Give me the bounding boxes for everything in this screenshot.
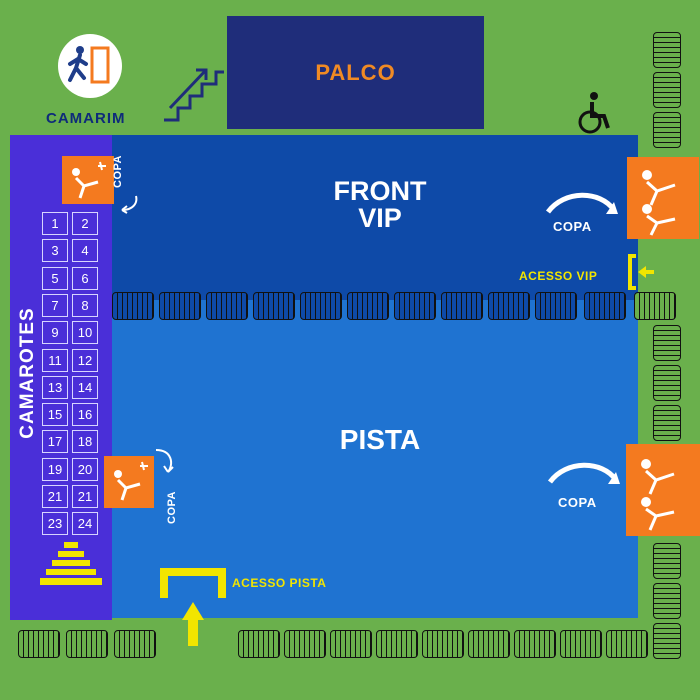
barrier: [634, 292, 676, 320]
barrier: [653, 72, 681, 108]
barrier: [284, 630, 326, 658]
access-pista-label: ACESSO PISTA: [232, 576, 327, 590]
camarote-box: 13: [42, 375, 68, 399]
pista-area: [112, 300, 638, 618]
barrier: [376, 630, 418, 658]
camarote-box: 21: [42, 485, 68, 508]
front-vip-line2: VIP: [358, 203, 402, 233]
exit-door-icon: [68, 46, 110, 84]
camarote-box: 9: [42, 321, 68, 345]
barrier: [238, 630, 280, 658]
copa-mid-right: [626, 444, 700, 536]
entry-arrow-icon: [628, 254, 654, 290]
barrier: [653, 543, 681, 579]
copa-mid-left: [104, 456, 154, 508]
barrier: [653, 112, 681, 148]
stage: PALCO: [227, 16, 484, 129]
camarote-box: 1: [42, 212, 68, 235]
barrier: [653, 325, 681, 361]
barrier: [206, 292, 248, 320]
camarote-box: 14: [72, 375, 98, 399]
camarote-box: 10: [72, 321, 98, 345]
barrier: [441, 292, 483, 320]
copa-mid-left-label: COPA: [166, 491, 178, 524]
bar-staff-icon: [72, 161, 106, 199]
barrier: [560, 630, 602, 658]
camarote-box: 23: [42, 512, 68, 536]
camarote-box: 16: [72, 403, 98, 427]
camarote-box: 11: [42, 348, 68, 372]
barrier: [394, 292, 436, 320]
camarote-box: 20: [72, 457, 98, 481]
entry-arrow-icon: [160, 568, 226, 646]
camarim-label: CAMARIM: [46, 110, 126, 127]
barrier: [606, 630, 648, 658]
camarotes-label: CAMAROTES: [17, 307, 38, 439]
camarote-box: 12: [72, 348, 98, 372]
bar-staff-icon: [641, 459, 675, 531]
curved-arrow-icon: [121, 195, 138, 214]
front-vip-area: [112, 135, 638, 300]
camarote-box: 5: [42, 266, 68, 290]
camarote-box: 8: [72, 293, 98, 317]
barrier: [347, 292, 389, 320]
stairs-pyramid-icon: [40, 542, 102, 585]
curved-arrow-icon: [155, 449, 174, 473]
pista-label: PISTA: [339, 424, 421, 455]
barrier: [253, 292, 295, 320]
stairs-icon: [164, 68, 224, 122]
camarote-box: 2: [72, 212, 98, 235]
camarote-box: 15: [42, 403, 68, 427]
barrier: [653, 623, 681, 659]
barrier: [159, 292, 201, 320]
barrier: [112, 292, 154, 320]
barrier: [422, 630, 464, 658]
camarotes-area: [10, 135, 112, 620]
barrier: [330, 630, 372, 658]
camarote-box: 21: [72, 485, 98, 508]
front-vip-line1: FRONT: [333, 176, 427, 206]
camarote-box: 6: [72, 266, 98, 290]
barrier: [653, 365, 681, 401]
camarim-logo: [58, 34, 122, 98]
curved-arrow-icon: [547, 462, 620, 484]
copa-mid-right-label: COPA: [558, 495, 597, 510]
barrier: [300, 292, 342, 320]
camarote-box: 7: [42, 293, 68, 317]
copa-top-left-label: COPA: [112, 155, 124, 188]
barrier: [653, 32, 681, 68]
barrier: [114, 630, 156, 658]
copa-top-left: [62, 156, 114, 204]
camarote-box: 4: [72, 239, 98, 263]
barrier: [488, 292, 530, 320]
camarote-box: 24: [72, 512, 98, 536]
barrier: [468, 630, 510, 658]
front-vip-label: FRONT VIP: [290, 178, 470, 232]
camarote-box: 17: [42, 430, 68, 454]
bar-staff-icon: [114, 461, 148, 501]
barrier: [653, 405, 681, 441]
barrier: [584, 292, 626, 320]
camarote-box: 19: [42, 457, 68, 481]
access-vip-label: ACESSO VIP: [519, 269, 598, 283]
barrier: [18, 630, 60, 658]
wheelchair-icon: [578, 92, 610, 134]
stage-label: PALCO: [315, 59, 396, 85]
bar-staff-icon: [642, 170, 676, 236]
barrier: [653, 583, 681, 619]
copa-top-right-label: COPA: [553, 219, 592, 234]
camarote-box: 18: [72, 430, 98, 454]
barrier: [514, 630, 556, 658]
camarote-box: 3: [42, 239, 68, 263]
barrier: [66, 630, 108, 658]
copa-top-right: [627, 157, 699, 239]
curved-arrow-icon: [545, 192, 618, 214]
barrier: [535, 292, 577, 320]
